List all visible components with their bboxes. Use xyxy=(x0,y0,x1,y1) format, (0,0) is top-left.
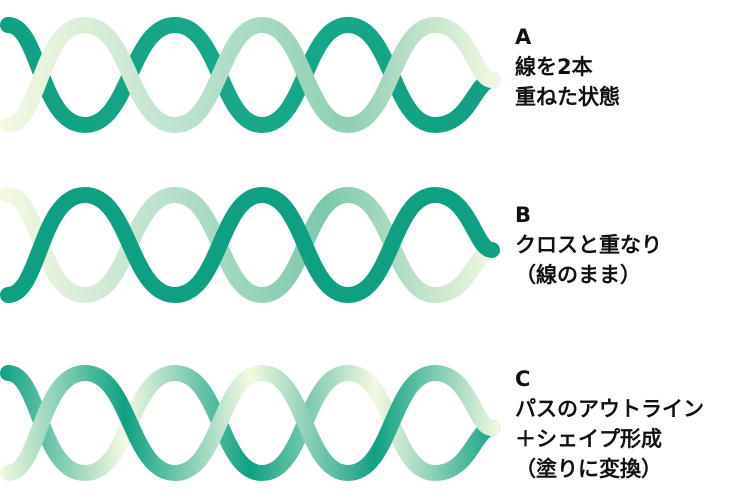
wave-strand-dark xyxy=(0,186,500,304)
caption-line: クロスと重なり xyxy=(515,233,662,257)
caption-c: C パスのアウトライン ＋シェイプ形成 （塗りに変換） xyxy=(515,364,704,484)
caption-line: パスのアウトライン xyxy=(515,397,704,421)
panel-a: A 線を2本 重ねた状態 xyxy=(0,0,750,150)
wave-strand-dark xyxy=(0,16,500,134)
caption-line: 線を2本 xyxy=(515,55,593,79)
wave-strand-light xyxy=(0,16,500,134)
caption-letter: B xyxy=(515,203,532,227)
caption-line: （塗りに変換） xyxy=(515,457,662,481)
panel-c: C パスのアウトライン ＋シェイプ形成 （塗りに変換） xyxy=(0,348,750,498)
wave-illustration-a xyxy=(0,16,500,134)
caption-letter: A xyxy=(515,25,532,49)
panel-b: B クロスと重なり （線のまま） xyxy=(0,170,750,320)
caption-line: （線のまま） xyxy=(515,263,641,287)
caption-letter: C xyxy=(515,367,531,391)
caption-b: B クロスと重なり （線のまま） xyxy=(515,200,662,290)
wave-strand-fill-1 xyxy=(0,364,500,482)
wave-strand-fill-2 xyxy=(0,364,500,482)
wave-illustration-c xyxy=(0,364,500,482)
caption-a: A 線を2本 重ねた状態 xyxy=(515,22,620,112)
wave-illustration-b xyxy=(0,186,500,304)
wave-strand-light xyxy=(0,186,500,304)
caption-line: 重ねた状態 xyxy=(515,85,620,109)
caption-line: ＋シェイプ形成 xyxy=(515,427,662,451)
